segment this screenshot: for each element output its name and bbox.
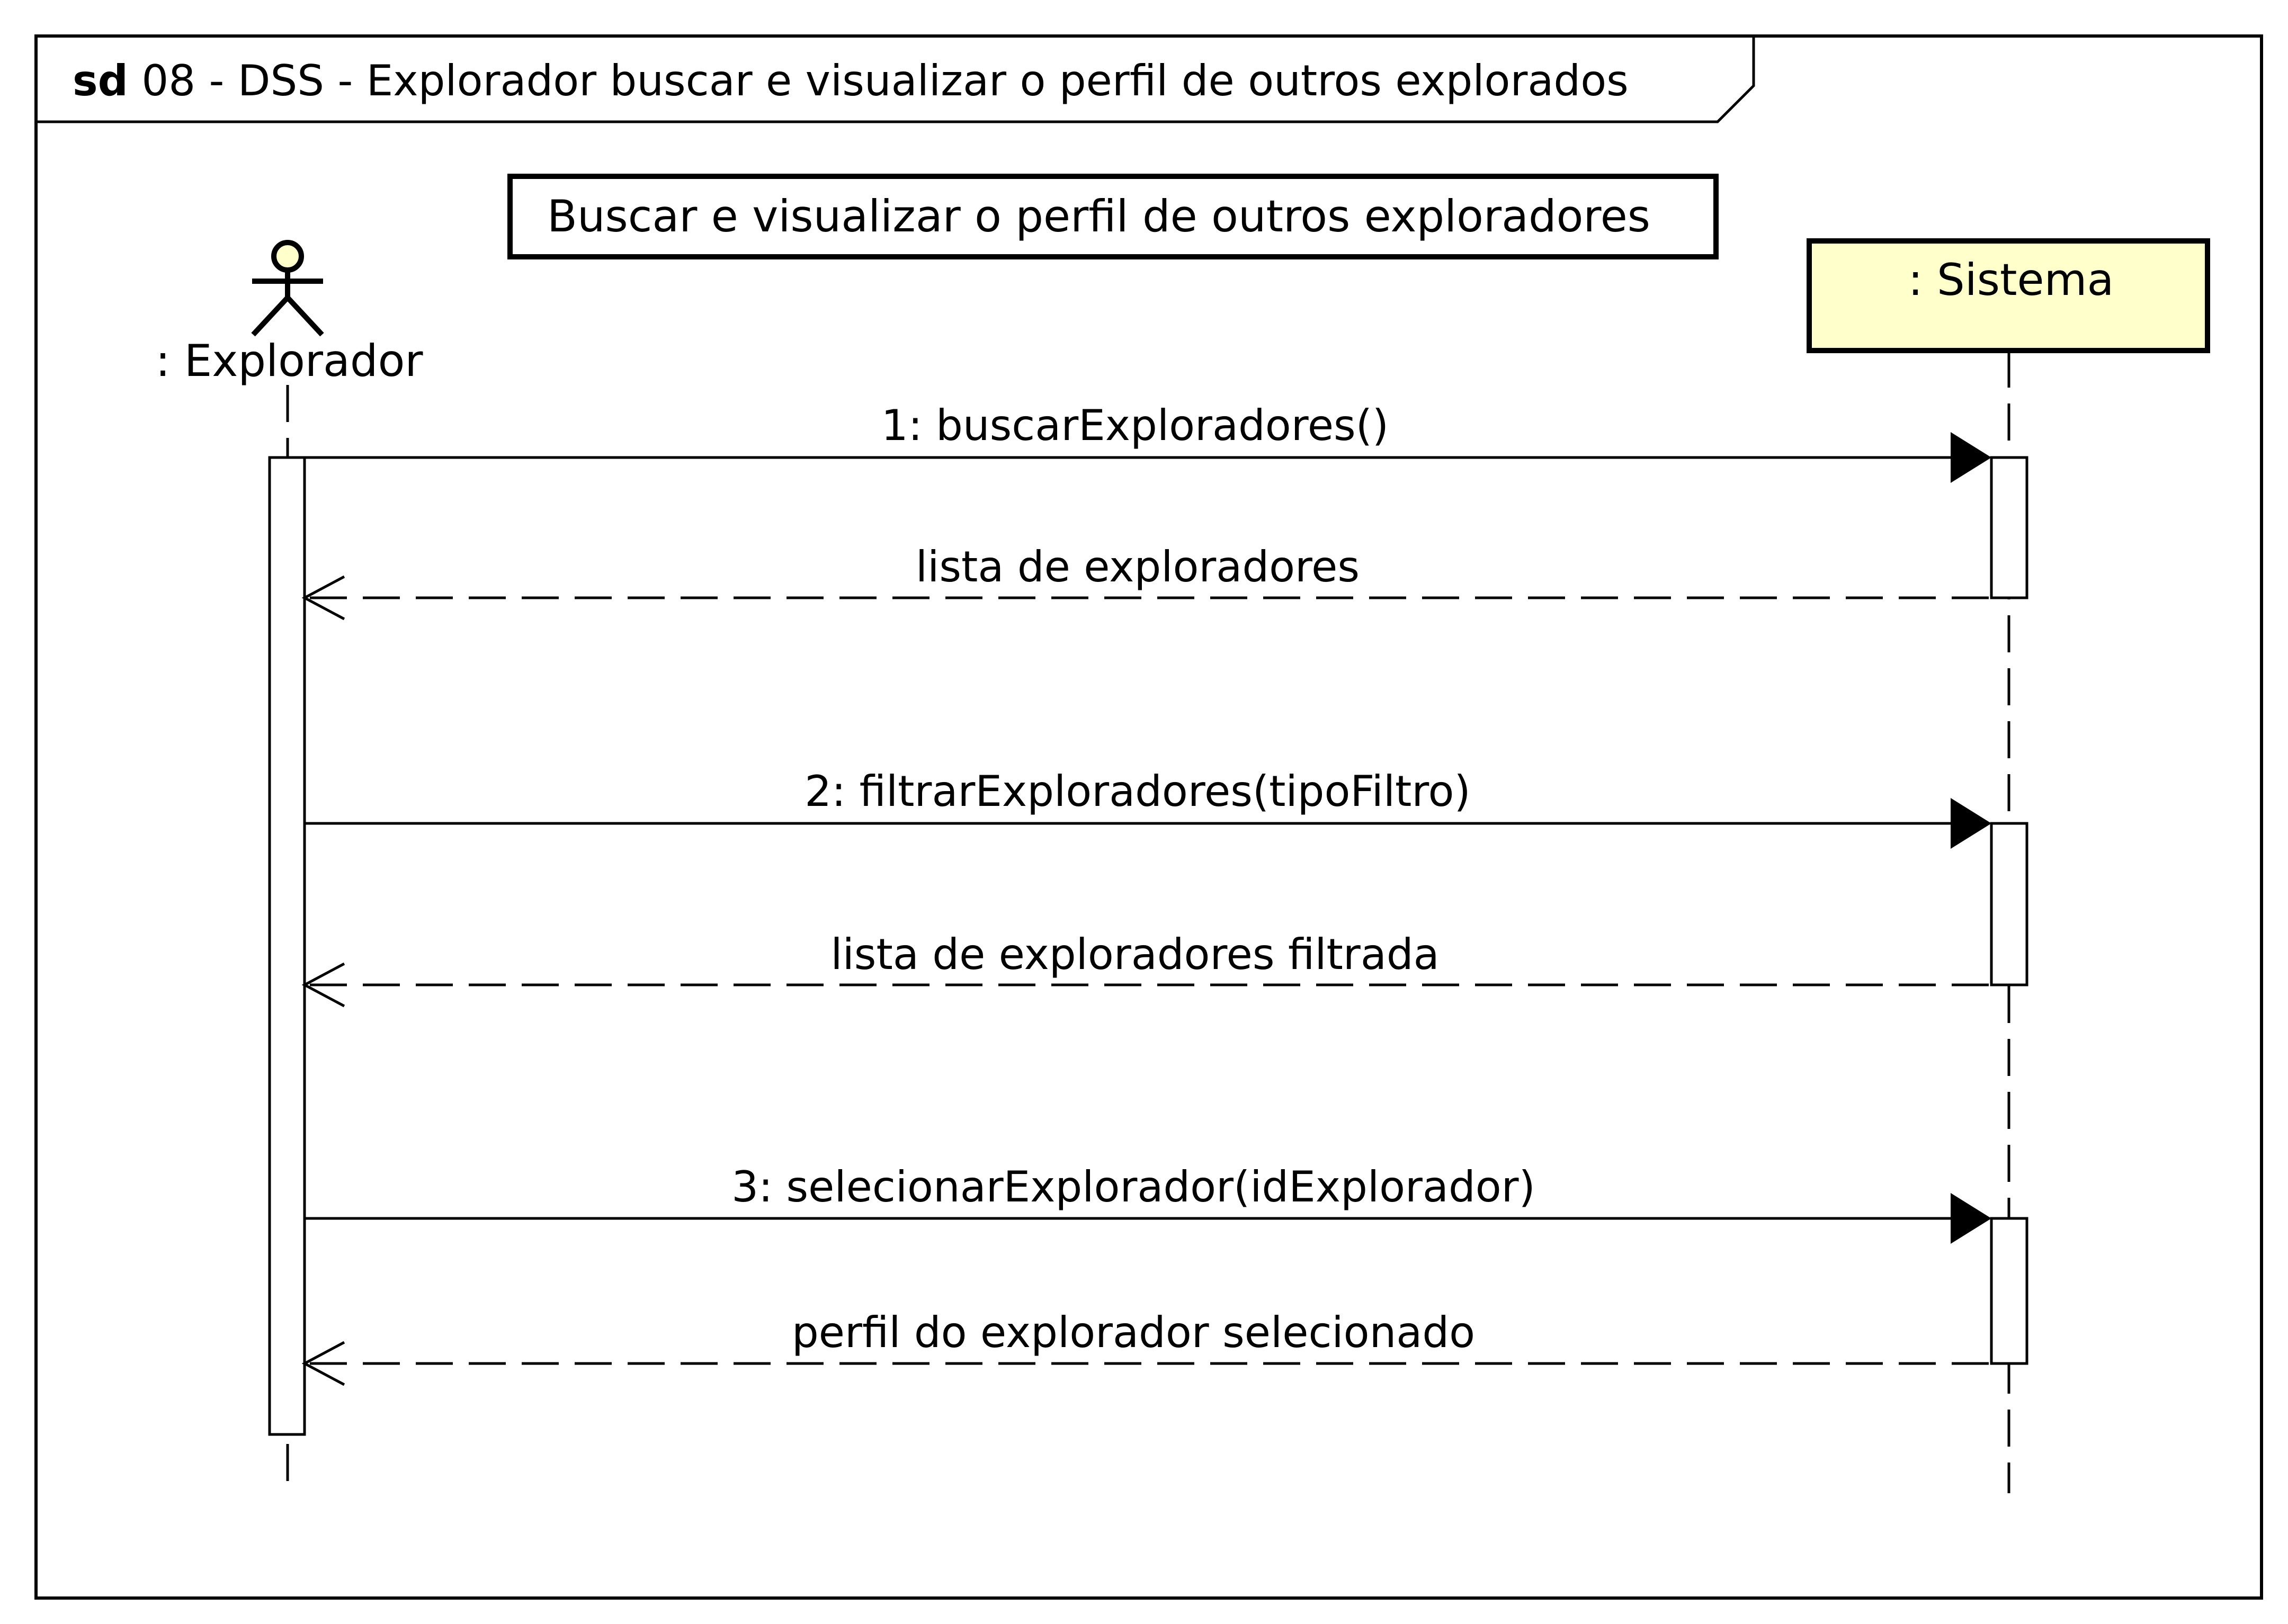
note-text: Buscar e visualizar o perfil de outros e… (547, 191, 1650, 242)
message-call-2: 2: filtrarExploradores(tipoFiltro) (305, 767, 1991, 849)
actor-right-leg (285, 295, 324, 337)
message-label: perfil do explorador selecionado (792, 1308, 1475, 1357)
actor-head (271, 240, 304, 273)
system-activation-bar-2 (1990, 822, 2028, 986)
message-call-1: 1: buscarExploradores() (305, 401, 1991, 483)
system-activation-bar-1 (1990, 456, 2028, 599)
message-label: 1: buscarExploradores() (881, 401, 1389, 450)
message-label: lista de exploradores filtrada (830, 930, 1439, 979)
message-return-3: perfil do explorador selecionado (301, 1308, 1991, 1386)
message-return-1: lista de exploradores (301, 542, 1991, 621)
frame-title: sd 08 - DSS - Explorador buscar e visual… (73, 56, 1629, 105)
actor-activation-bar (268, 456, 306, 1436)
system-label: : Sistema (1908, 254, 2114, 306)
filled-arrowhead-icon (1951, 432, 1991, 483)
message-label: lista de exploradores (916, 542, 1360, 591)
actor-label: : Explorador (155, 335, 423, 387)
open-arrowhead-icon (301, 962, 345, 1008)
diagram-frame (34, 34, 2263, 1600)
stick-figure-actor-icon (251, 240, 324, 337)
note-box (507, 174, 1719, 259)
frame-title-text: 08 - DSS - Explorador buscar e visualiza… (128, 56, 1629, 105)
open-arrowhead-icon (301, 1341, 345, 1386)
frame-keyword: sd (73, 56, 128, 105)
message-label: 2: filtrarExploradores(tipoFiltro) (805, 767, 1470, 816)
message-label: 3: selecionarExplorador(idExplorador) (731, 1162, 1535, 1212)
filled-arrowhead-icon (1951, 1193, 1991, 1244)
actor-left-leg (251, 295, 290, 337)
open-arrowhead-icon (301, 575, 345, 621)
message-call-3: 3: selecionarExplorador(idExplorador) (305, 1162, 1991, 1244)
message-return-2: lista de exploradores filtrada (301, 930, 1991, 1008)
system-activation-bar-3 (1990, 1217, 2028, 1365)
frame-title-tab (36, 36, 1755, 123)
filled-arrowhead-icon (1951, 798, 1991, 849)
